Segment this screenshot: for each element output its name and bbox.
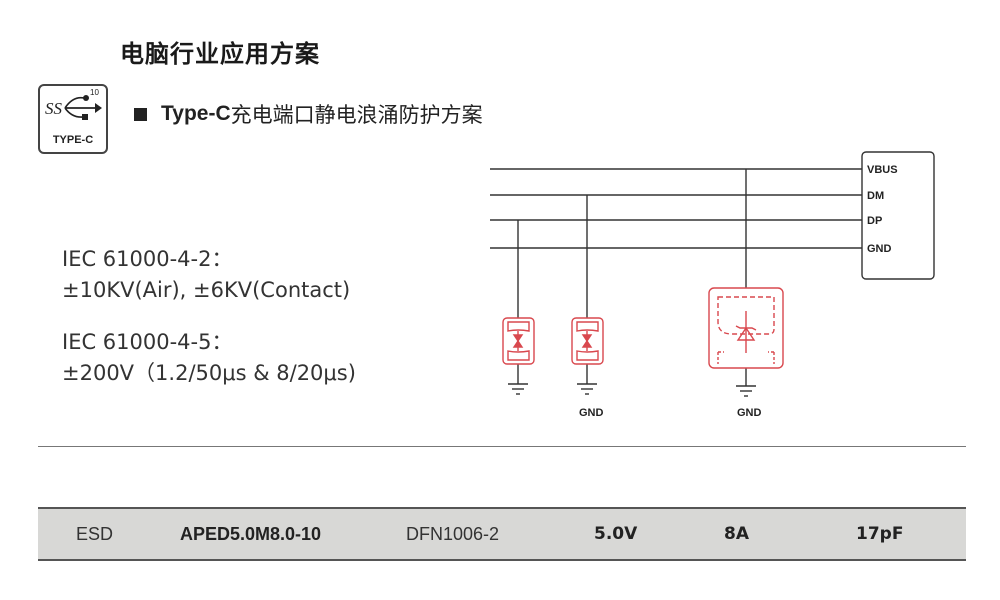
ground-symbols	[508, 383, 756, 397]
cell-peak-current: 8A	[724, 524, 749, 544]
circuit-diagram: VBUS DM DP GND GND GND	[490, 151, 935, 419]
pin-label: GND	[867, 243, 892, 255]
spec-esd: IEC 61000-4-2： ±10KV(Air), ±6KV(Contact)	[62, 244, 350, 306]
table-row: ESD APED5.0M8.0-10 DFN1006-2 5.0V 8A 17p…	[38, 507, 966, 561]
spec-standard: IEC 61000-4-2：	[62, 247, 233, 271]
speed-label: 10	[90, 88, 99, 97]
tvs-device-vbus	[708, 287, 784, 369]
bus-lines	[490, 168, 862, 386]
section-title-cn: 充电端口静电浪涌防护方案	[230, 103, 483, 127]
ground-icon	[508, 383, 528, 395]
ground-icon	[736, 385, 756, 397]
connector-box	[861, 151, 935, 280]
spec-standard: IEC 61000-4-5：	[62, 330, 233, 354]
section-title: Type-C 充电端口静电浪涌防护方案	[134, 99, 483, 129]
ground-label: GND	[737, 407, 762, 419]
esd-device-dm	[571, 317, 604, 365]
divider	[38, 446, 966, 447]
usb-superspeed-icon: SS 10	[45, 88, 102, 120]
cell-capacitance: 17pF	[856, 524, 904, 544]
ground-icon	[577, 383, 597, 395]
ss-text: SS	[45, 99, 63, 118]
cell-working-voltage: 5.0V	[594, 524, 638, 544]
section-title-en: Type-C	[161, 102, 231, 125]
spec-surge: IEC 61000-4-5： ±200V（1.2/50μs & 8/20μs)	[62, 327, 356, 389]
page-title: 电脑行业应用方案	[120, 40, 320, 68]
pin-label: DP	[867, 215, 882, 227]
esd-device-dp	[502, 317, 535, 365]
cell-type: ESD	[76, 524, 114, 544]
usb-type-c-badge: SS 10 TYPE-C	[38, 84, 108, 154]
square-bullet-icon	[134, 107, 147, 121]
pin-label: DM	[867, 190, 884, 202]
spec-rating: ±10KV(Air), ±6KV(Contact)	[62, 278, 351, 302]
ground-label: GND	[579, 407, 604, 419]
spec-rating: ±200V（1.2/50μs & 8/20μs)	[62, 361, 356, 385]
cell-part-number: APED5.0M8.0-10	[180, 524, 322, 544]
type-c-caption: TYPE-C	[52, 134, 94, 146]
cell-package: DFN1006-2	[406, 524, 500, 544]
pin-label: VBUS	[867, 164, 898, 176]
